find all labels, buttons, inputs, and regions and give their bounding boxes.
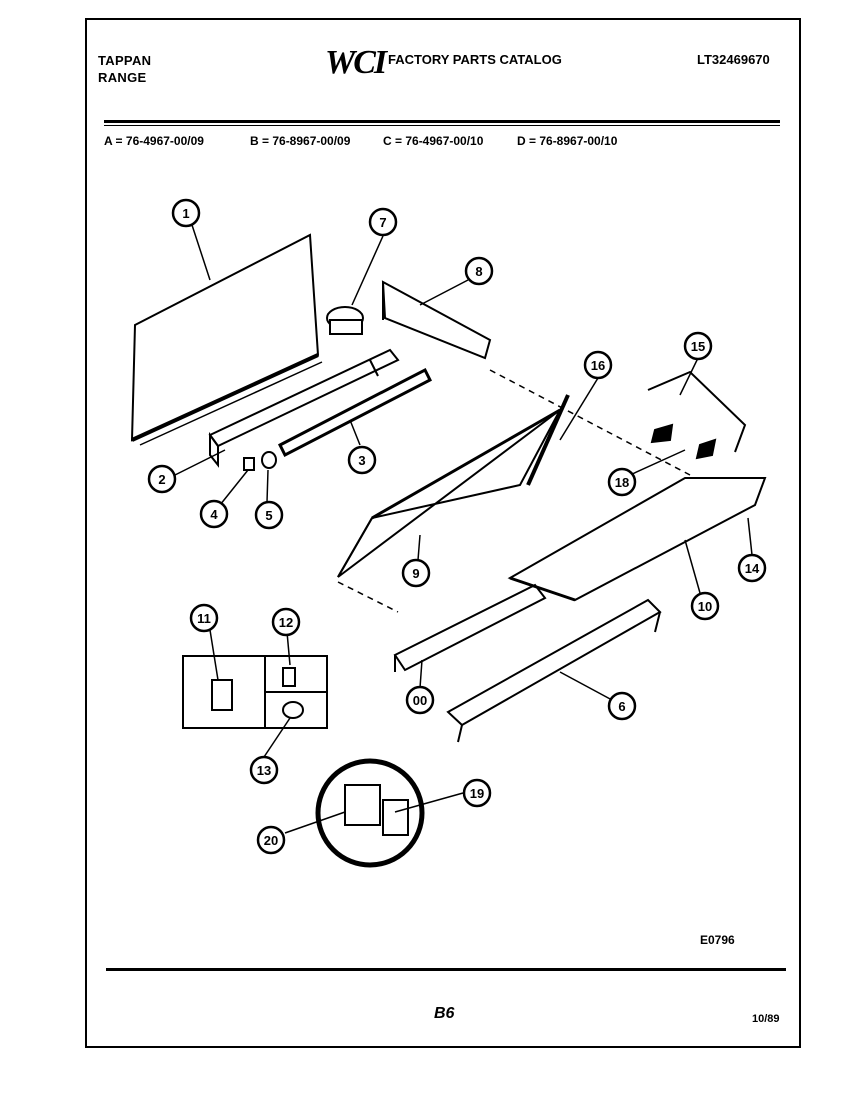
part-tube bbox=[277, 367, 433, 458]
callout-text: 5 bbox=[265, 508, 272, 523]
part-inset-circle bbox=[315, 758, 425, 868]
callout-text: 3 bbox=[358, 453, 365, 468]
callout-20: 20 bbox=[256, 825, 286, 855]
callout-10: 10 bbox=[690, 591, 720, 621]
callout-3: 3 bbox=[347, 445, 377, 475]
callout-text: 14 bbox=[745, 561, 760, 576]
part-back-panel bbox=[130, 233, 323, 446]
model-d: D = 76-8967-00/10 bbox=[517, 134, 618, 148]
part-wire bbox=[647, 370, 747, 453]
callout-text: 1 bbox=[182, 206, 189, 221]
part-grommet bbox=[261, 451, 277, 469]
figure-code: E0796 bbox=[700, 933, 735, 947]
part-rail bbox=[208, 348, 400, 468]
callout-13: 13 bbox=[249, 755, 279, 785]
callout-9: 9 bbox=[401, 558, 431, 588]
callout-text: 20 bbox=[264, 833, 278, 848]
part-bracket bbox=[381, 280, 492, 360]
footer-rule bbox=[106, 968, 786, 971]
callout-19: 19 bbox=[462, 778, 492, 808]
callout-00: 00 bbox=[405, 685, 435, 715]
part-assembly bbox=[393, 583, 547, 672]
callout-text: 6 bbox=[618, 699, 625, 714]
part-timer bbox=[326, 306, 364, 335]
product-name: RANGE bbox=[98, 70, 147, 85]
part-hardware-box bbox=[182, 655, 328, 729]
callout-text: 10 bbox=[698, 599, 712, 614]
assembly-guide-lines bbox=[337, 369, 691, 613]
callout-text: 18 bbox=[615, 475, 629, 490]
callout-16: 16 bbox=[583, 350, 613, 380]
brand-block: TAPPAN RANGE bbox=[98, 52, 151, 86]
callout-text: 00 bbox=[413, 693, 427, 708]
callout-12: 12 bbox=[271, 607, 301, 637]
callout-14: 14 bbox=[737, 553, 767, 583]
header-rule bbox=[104, 120, 780, 123]
model-c: C = 76-4967-00/10 bbox=[383, 134, 484, 148]
brand-name: TAPPAN bbox=[98, 53, 152, 68]
callout-18: 18 bbox=[607, 467, 637, 497]
model-a: A = 76-4967-00/09 bbox=[104, 134, 204, 148]
callout-text: 15 bbox=[691, 339, 705, 354]
callout-11: 11 bbox=[189, 603, 219, 633]
part-control-panel bbox=[337, 408, 561, 578]
callout-5: 5 bbox=[254, 500, 284, 530]
catalog-title: FACTORY PARTS CATALOG bbox=[388, 52, 562, 67]
callout-15: 15 bbox=[683, 331, 713, 361]
callout-text: 9 bbox=[412, 566, 419, 581]
callout-4: 4 bbox=[199, 499, 229, 529]
callout-labels: 1 7 8 15 16 2 3 18 4 5 14 9 10 11 12 00 … bbox=[147, 198, 767, 855]
callout-text: 19 bbox=[470, 786, 484, 801]
callout-text: 2 bbox=[158, 472, 165, 487]
part-vent bbox=[446, 598, 662, 743]
callout-2: 2 bbox=[147, 464, 177, 494]
callout-text: 7 bbox=[379, 215, 386, 230]
callout-text: 11 bbox=[197, 611, 211, 626]
model-b: B = 76-8967-00/09 bbox=[250, 134, 351, 148]
wci-logo: WCI bbox=[325, 44, 387, 81]
callout-8: 8 bbox=[464, 256, 494, 286]
page-number: B6 bbox=[434, 1005, 455, 1022]
part-clip bbox=[243, 457, 255, 471]
callout-6: 6 bbox=[607, 691, 637, 721]
callout-text: 12 bbox=[279, 615, 293, 630]
part-switch bbox=[650, 423, 717, 460]
leader-lines bbox=[174, 224, 753, 834]
callout-7: 7 bbox=[368, 207, 398, 237]
part-trim bbox=[507, 477, 767, 602]
callout-text: 4 bbox=[210, 507, 218, 522]
callout-1: 1 bbox=[171, 198, 201, 228]
part-strip bbox=[526, 394, 570, 486]
header-rule-thin bbox=[104, 125, 780, 126]
callout-text: 13 bbox=[257, 763, 271, 778]
callout-text: 16 bbox=[591, 358, 605, 373]
document-number: LT32469670 bbox=[697, 52, 770, 67]
page-frame bbox=[85, 18, 801, 1048]
revision-date: 10/89 bbox=[752, 1013, 780, 1025]
callout-text: 8 bbox=[475, 264, 482, 279]
